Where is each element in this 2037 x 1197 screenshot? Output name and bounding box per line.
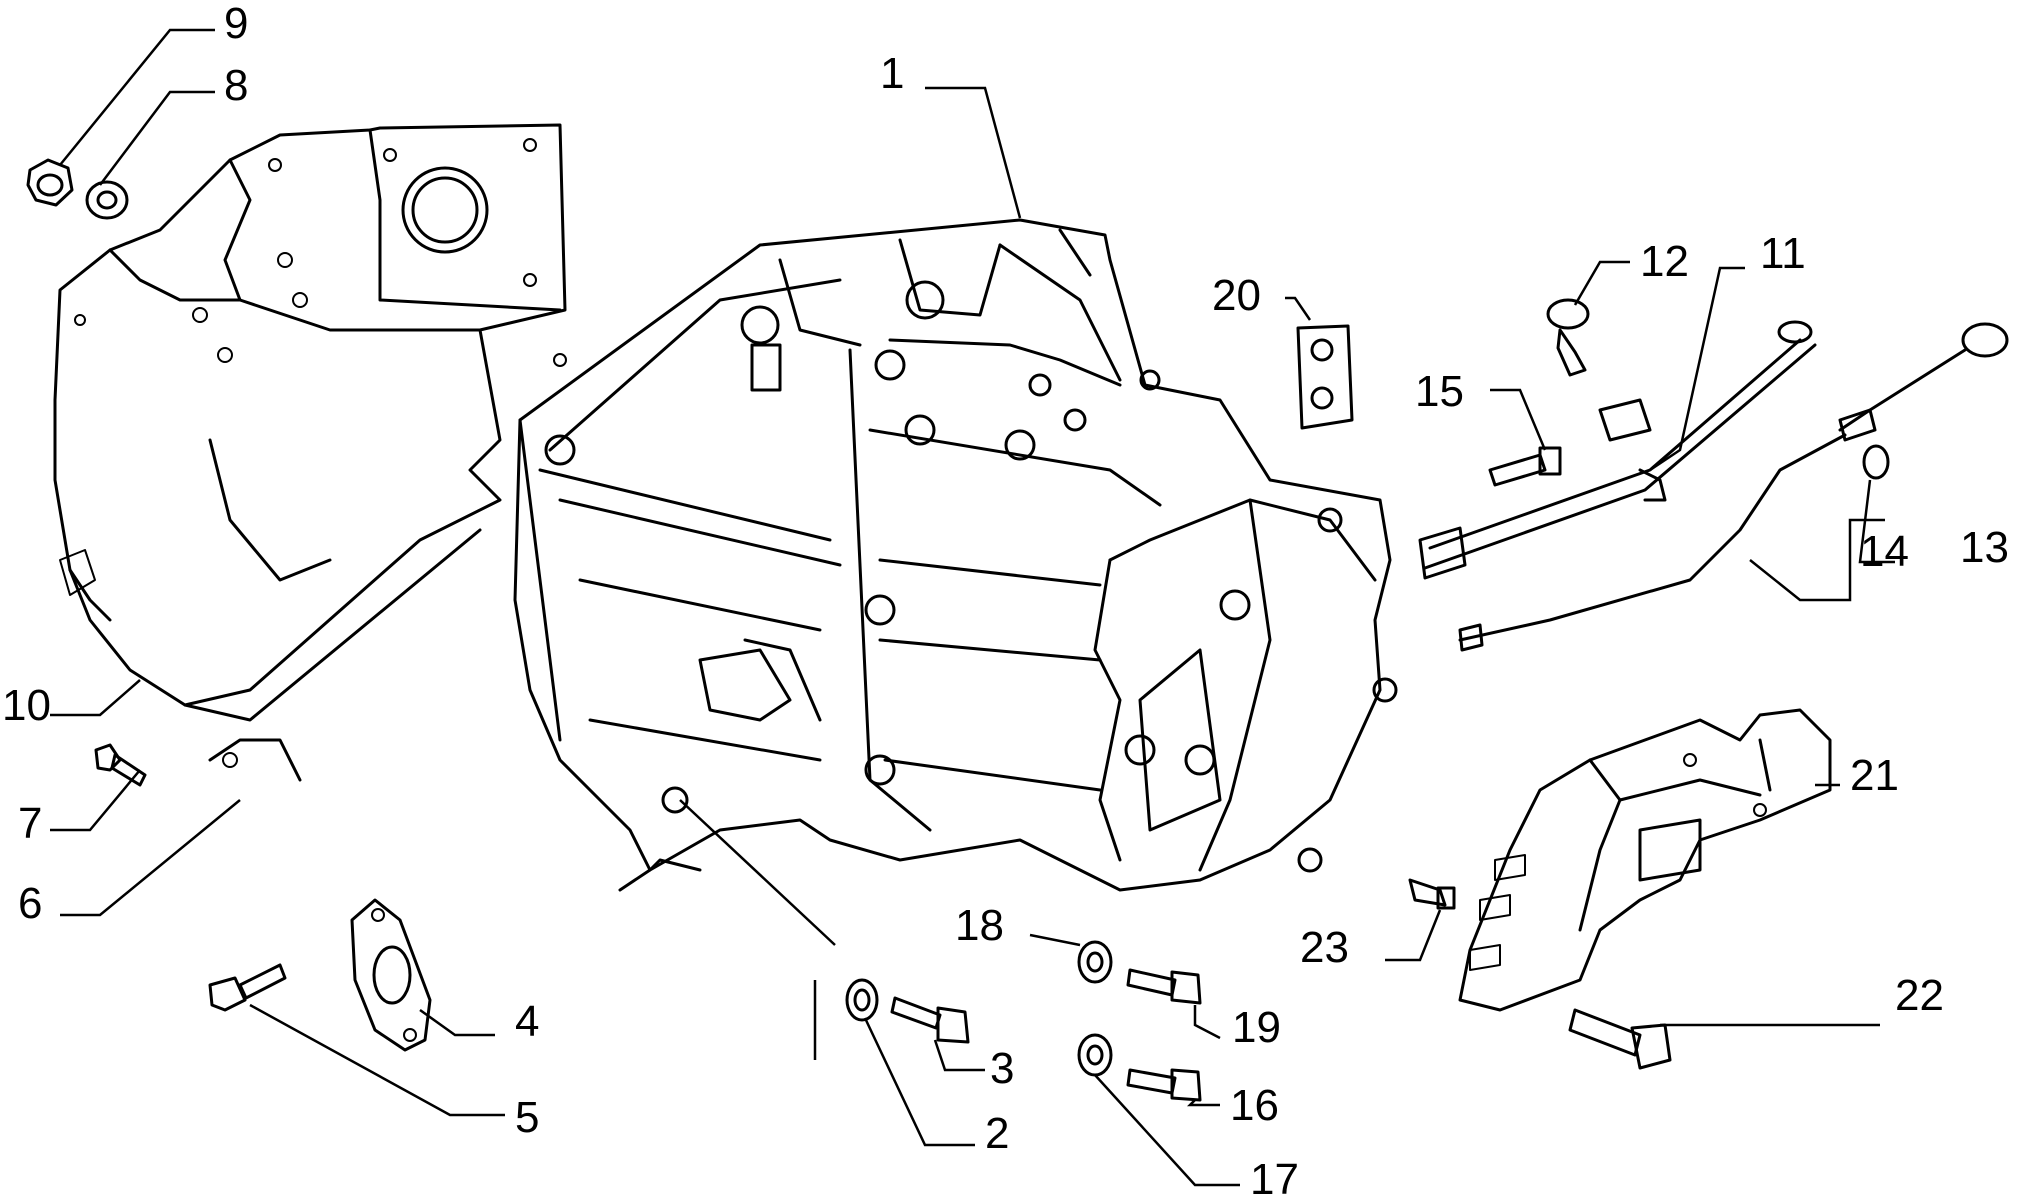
part-18-washer [1077, 940, 1113, 984]
callout-8: 8 [224, 61, 248, 110]
part-22-bolt [1568, 1008, 1672, 1070]
callout-15: 15 [1415, 367, 1464, 416]
callout-16: 16 [1230, 1081, 1279, 1130]
part-23-pin [1408, 878, 1456, 910]
callout-6: 6 [18, 879, 42, 928]
callout-12: 12 [1640, 237, 1689, 286]
part-9-nut [26, 158, 74, 207]
part-6-gasket [208, 738, 302, 782]
part-3-bolt [890, 996, 970, 1044]
leader-lines [50, 28, 1895, 1187]
part-7-screw [94, 743, 147, 787]
callout-21: 21 [1850, 751, 1899, 800]
callout-9: 9 [224, 0, 248, 48]
callout-22: 22 [1895, 971, 1944, 1020]
part-20-gasket-plate [1296, 324, 1354, 430]
part-2-washer [845, 978, 879, 1022]
callout-7: 7 [18, 799, 42, 848]
callout-1: 1 [880, 49, 904, 98]
callout-17: 17 [1250, 1155, 1299, 1197]
callout-4: 4 [515, 997, 539, 1046]
callout-23: 23 [1300, 923, 1349, 972]
part-13-dipstick [1458, 322, 2009, 652]
part-14-o-ring [1862, 444, 1890, 480]
callout-3: 3 [990, 1044, 1014, 1093]
callout-2: 2 [985, 1109, 1009, 1158]
part-4-flange-gasket [350, 898, 432, 1052]
part-5-bolt [208, 963, 287, 1012]
callout-19: 19 [1232, 1003, 1281, 1052]
callout-20: 20 [1212, 271, 1261, 320]
callout-10: 10 [2, 681, 51, 730]
part-8-washer [85, 180, 129, 220]
part-11-dipstick-tube [1418, 320, 1817, 580]
part-16-bolt [1126, 1068, 1202, 1102]
callout-5: 5 [515, 1093, 539, 1142]
part-15-screw [1488, 446, 1562, 487]
part-12-clip [1546, 298, 1590, 377]
part-17-washer [1077, 1033, 1113, 1077]
callout-11: 11 [1760, 229, 1806, 278]
part-19-bolt [1126, 968, 1202, 1005]
part-10-dust-shield [53, 123, 567, 768]
callout-18: 18 [955, 901, 1004, 950]
part-1-gearbox-housing [513, 218, 1398, 892]
callout-14: 14 [1860, 527, 1909, 576]
callout-13: 13 [1960, 523, 2009, 572]
part-21-bracket [1458, 708, 1832, 1012]
